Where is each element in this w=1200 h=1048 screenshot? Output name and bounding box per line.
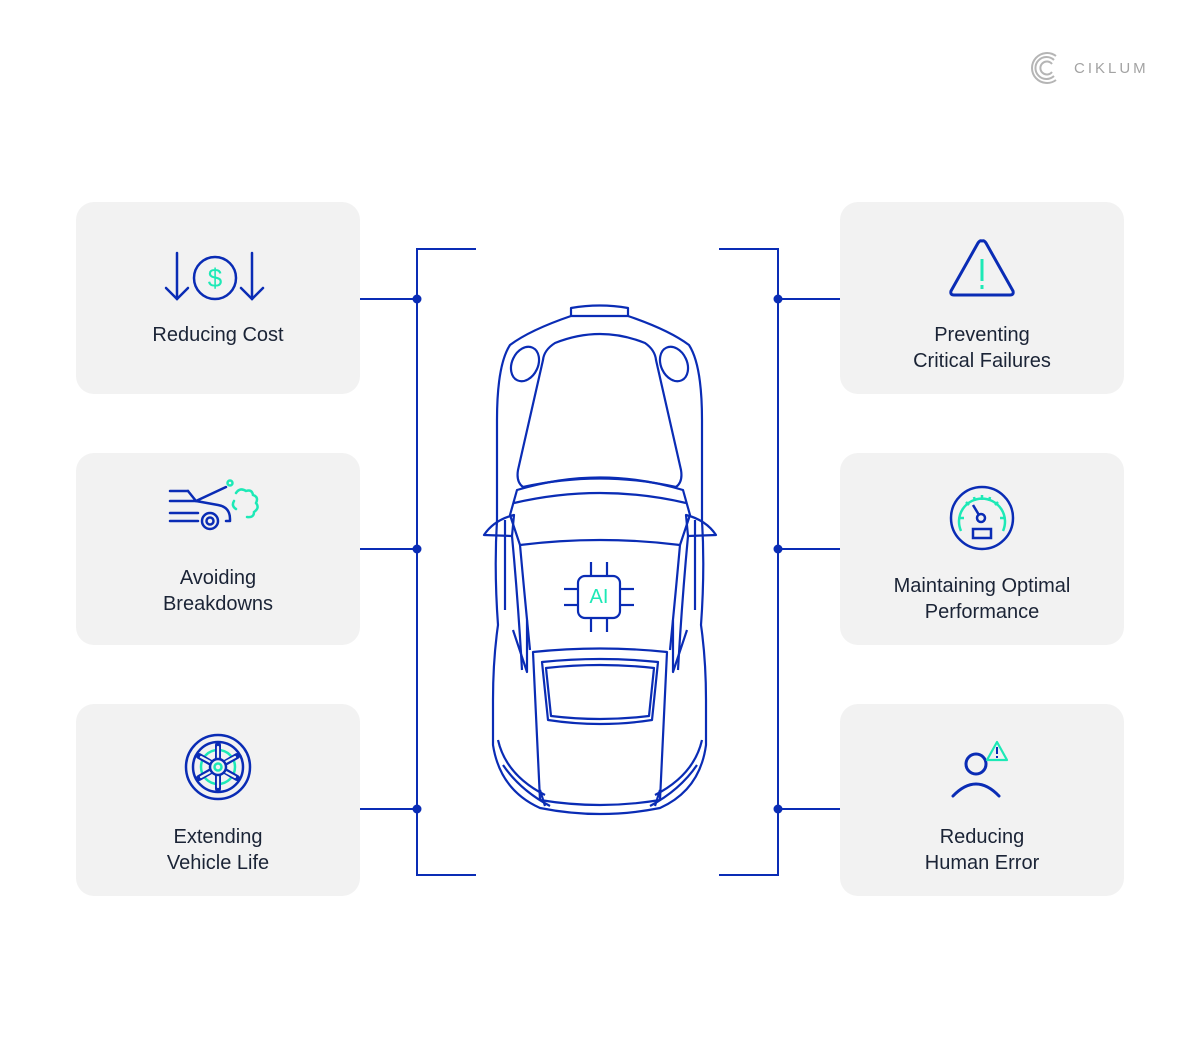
- card-label: Reducing Human Error: [924, 826, 1040, 874]
- card-maintaining-optimal-performance: Maintaining Optimal Performance: [840, 453, 1124, 645]
- card-label: Avoiding Breakdowns: [162, 567, 274, 615]
- wheel-icon: [184, 733, 252, 801]
- brand-name: CIKLUM: [1074, 59, 1149, 77]
- ciklum-logo-icon: [1031, 52, 1057, 84]
- card-avoiding-breakdowns: Avoiding Breakdowns: [76, 453, 360, 645]
- ai-chip-label: AI: [589, 586, 609, 608]
- card-extending-vehicle-life: Extending Vehicle Life: [76, 704, 360, 896]
- speedometer-icon: [949, 485, 1015, 551]
- svg-text:$: $: [208, 263, 223, 293]
- cost-down-dollar-icon: $: [164, 251, 265, 301]
- card-label: Extending Vehicle Life: [166, 826, 270, 874]
- card-reducing-human-error: Reducing Human Error: [840, 704, 1124, 896]
- person-warning-icon: [951, 740, 1009, 798]
- card-label: Preventing Critical Failures: [913, 324, 1051, 372]
- card-reducing-cost: $ Reducing Cost: [76, 202, 360, 394]
- car-breakdown-smoke-icon: [168, 479, 259, 531]
- card-label: Reducing Cost: [152, 324, 284, 346]
- ciklum-logo: CIKLUM: [1028, 50, 1149, 86]
- warning-triangle-icon: [949, 239, 1015, 297]
- card-label: Maintaining Optimal Performance: [893, 575, 1071, 623]
- card-preventing-critical-failures: Preventing Critical Failures: [840, 202, 1124, 394]
